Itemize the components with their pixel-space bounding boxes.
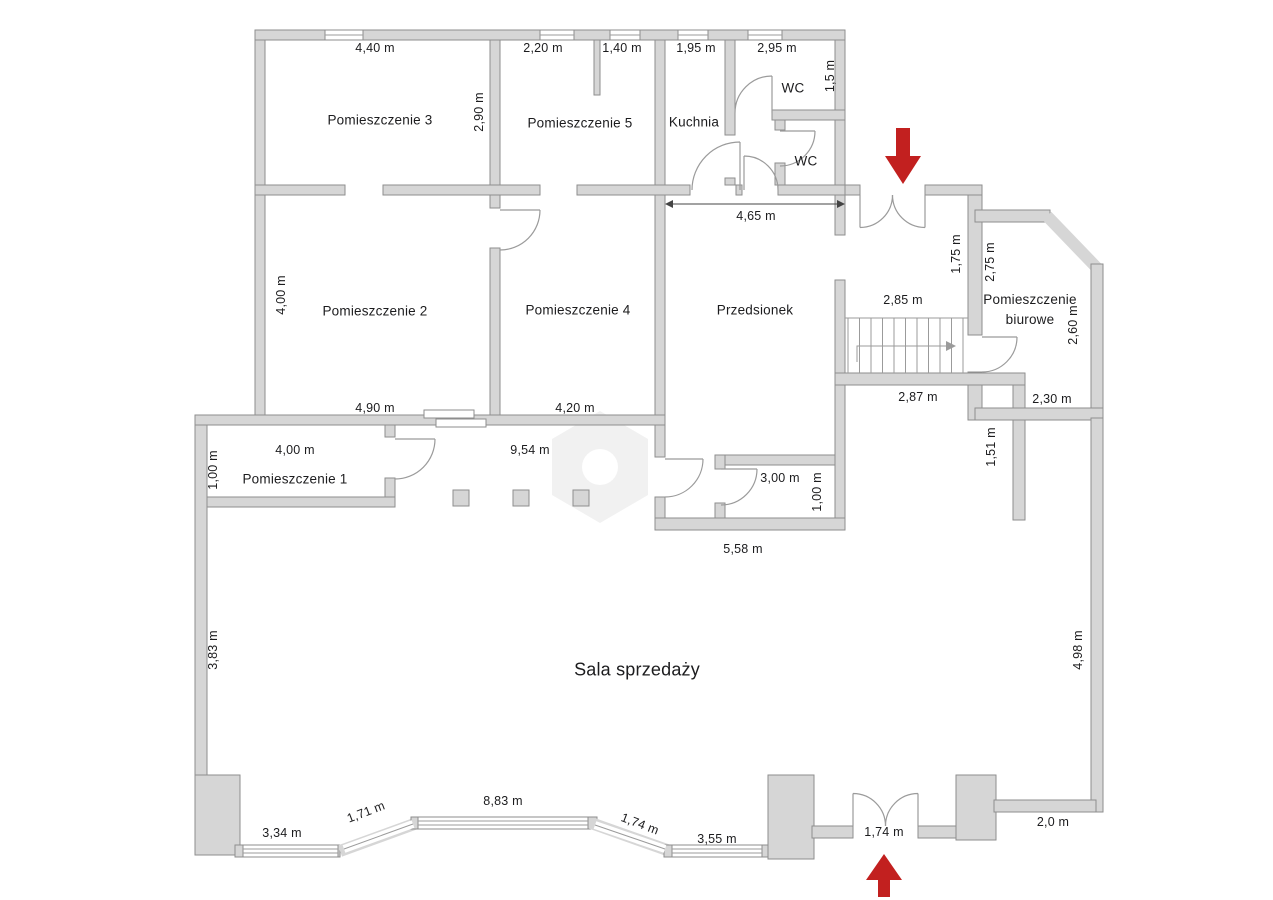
dim-2-90m: 2,90 m: [472, 92, 486, 132]
room-label-kuchnia: Kuchnia: [668, 114, 720, 130]
dim-1-74m-door: 1,74 m: [864, 825, 904, 839]
dim-3-55m: 3,55 m: [697, 832, 737, 846]
dim-2-75m: 2,75 m: [983, 242, 997, 282]
dim-1-5m: 1,5 m: [823, 59, 837, 93]
dim-4-65m: 4,65 m: [736, 209, 776, 223]
entrance-arrow-bottom-icon: [866, 854, 902, 897]
room-label-sala-sprzedazy: Sala sprzedaży: [574, 659, 700, 680]
room-label-wc-lower: WC: [794, 153, 818, 169]
dim-9-54m: 9,54 m: [510, 443, 550, 457]
dim-2-20m: 2,20 m: [523, 41, 563, 55]
dim-4-90m: 4,90 m: [355, 401, 395, 415]
dim-1-40m: 1,40 m: [602, 41, 642, 55]
dim-2-30m: 2,30 m: [1032, 392, 1072, 406]
dim-1-00m-store: 1,00 m: [810, 472, 824, 512]
dim-1-51m: 1,51 m: [984, 427, 998, 467]
dim-4-40m: 4,40 m: [355, 41, 395, 55]
room-label-wc-upper: WC: [781, 80, 805, 96]
room-label-pomieszczenie-4: Pomieszczenie 4: [525, 302, 631, 318]
dim-1-95m: 1,95 m: [676, 41, 716, 55]
room-label-pomieszczenie-3: Pomieszczenie 3: [327, 112, 433, 128]
watermark-logo: [552, 411, 648, 523]
dim-5-58m: 5,58 m: [723, 542, 763, 556]
doors-layer: [394, 75, 1018, 827]
dim-8-83m: 8,83 m: [483, 794, 523, 808]
columns: [452, 489, 590, 507]
dim-4-00m-pom1: 4,00 m: [275, 443, 315, 457]
dim-3-34m: 3,34 m: [262, 826, 302, 840]
dim-4-00m-pom2: 4,00 m: [274, 275, 288, 315]
dim-3-83m: 3,83 m: [206, 630, 220, 670]
dim-4-98m: 4,98 m: [1071, 630, 1085, 670]
dimension-line: [665, 200, 845, 208]
room-label-pomieszczenie-biurowe: Pomieszczenie biurowe: [983, 291, 1077, 327]
windows-layer: [242, 29, 783, 858]
dim-2-60m: 2,60 m: [1066, 305, 1080, 345]
entrance-arrow-top-icon: [885, 128, 921, 184]
room-label-przedsionek: Przedsionek: [716, 302, 794, 318]
stairs: [845, 317, 968, 373]
dim-4-20m: 4,20 m: [555, 401, 595, 415]
dim-1-75m: 1,75 m: [949, 234, 963, 274]
dim-3-00m: 3,00 m: [760, 471, 800, 485]
room-label-pomieszczenie-2: Pomieszczenie 2: [322, 303, 428, 319]
room-label-pomieszczenie-1: Pomieszczenie 1: [242, 471, 348, 487]
dim-1-00m-pom1: 1,00 m: [206, 450, 220, 490]
walls-layer: [194, 29, 1104, 860]
dim-2-95m: 2,95 m: [757, 41, 797, 55]
dim-2-0m: 2,0 m: [1036, 815, 1070, 829]
room-label-pomieszczenie-5: Pomieszczenie 5: [527, 115, 633, 131]
dim-2-85m: 2,85 m: [883, 293, 923, 307]
dim-2-87m: 2,87 m: [898, 390, 938, 404]
